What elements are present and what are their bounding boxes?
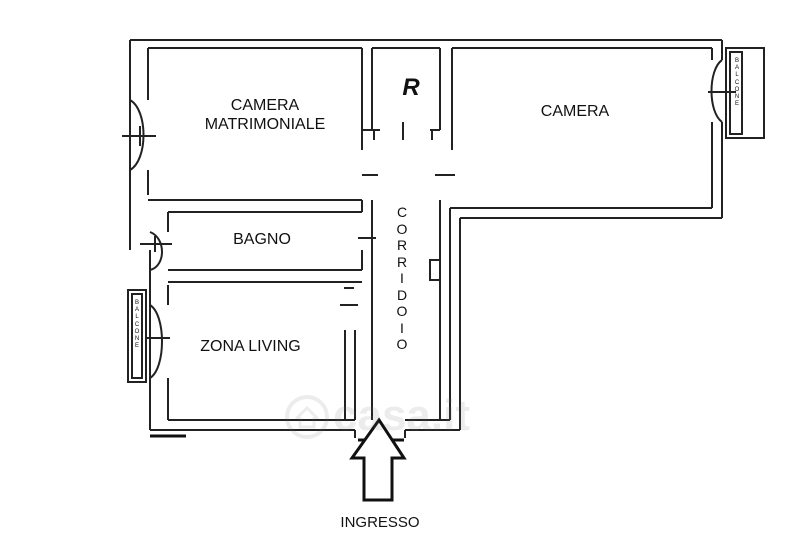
stacked-letter: C [396, 204, 408, 220]
stacked-letter: D [396, 286, 408, 303]
room-label-camera: CAMERA [540, 103, 610, 120]
partition-wall [344, 330, 356, 420]
balcony-right-inner [729, 51, 743, 135]
stacked-letter: N [734, 94, 740, 101]
stacked-letter: L [735, 72, 739, 79]
stacked-letter: I [400, 270, 404, 286]
window-symbol [146, 304, 170, 379]
stacked-letter: R [396, 237, 408, 253]
partition-wall [148, 199, 362, 213]
room-label-bagno: BAGNO [233, 231, 291, 248]
partition-wall [371, 200, 441, 420]
partition-wall [429, 259, 441, 281]
balcony-left [127, 289, 147, 383]
house-icon [285, 395, 329, 439]
entrance-label: INGRESSO [340, 514, 420, 531]
partition-wall [361, 48, 373, 150]
entrance-arrow [349, 417, 407, 502]
stacked-letter: C [134, 321, 140, 328]
room-label-camera-matrimoniale: CAMERA MATRIMONIALE [204, 97, 326, 134]
partition-wall [168, 269, 362, 283]
watermark: casa.it [285, 385, 535, 447]
stacked-letter: A [734, 65, 739, 72]
balcony-left-inner [131, 293, 143, 379]
entrance-door [354, 430, 406, 438]
window-symbol [140, 231, 172, 271]
stacked-letter: A [134, 307, 139, 314]
stacked-letter: E [734, 101, 739, 108]
stacked-letter: E [134, 343, 139, 350]
room-label-zona-living: ZONA LIVING [200, 338, 301, 355]
window-symbol [122, 99, 156, 171]
room-label-storage: R [402, 74, 420, 101]
stacked-letter: B [734, 58, 739, 64]
stacked-letter: R [396, 253, 408, 270]
stacked-letter: O [734, 86, 740, 93]
stacked-letter: O [396, 336, 408, 352]
window-symbol [708, 59, 736, 123]
stacked-letter: C [734, 79, 740, 86]
stacked-letter: B [134, 300, 139, 306]
partition-wall [439, 48, 453, 150]
stacked-letter: L [135, 314, 139, 321]
stacked-letter: N [134, 336, 140, 343]
balcony-right [725, 47, 765, 139]
stacked-letter: O [396, 220, 408, 237]
stacked-letter: O [134, 328, 140, 335]
storage-door [373, 130, 433, 140]
stacked-letter: I [400, 319, 404, 336]
stacked-letter: O [396, 303, 408, 319]
watermark-text: casa.it [333, 391, 470, 440]
